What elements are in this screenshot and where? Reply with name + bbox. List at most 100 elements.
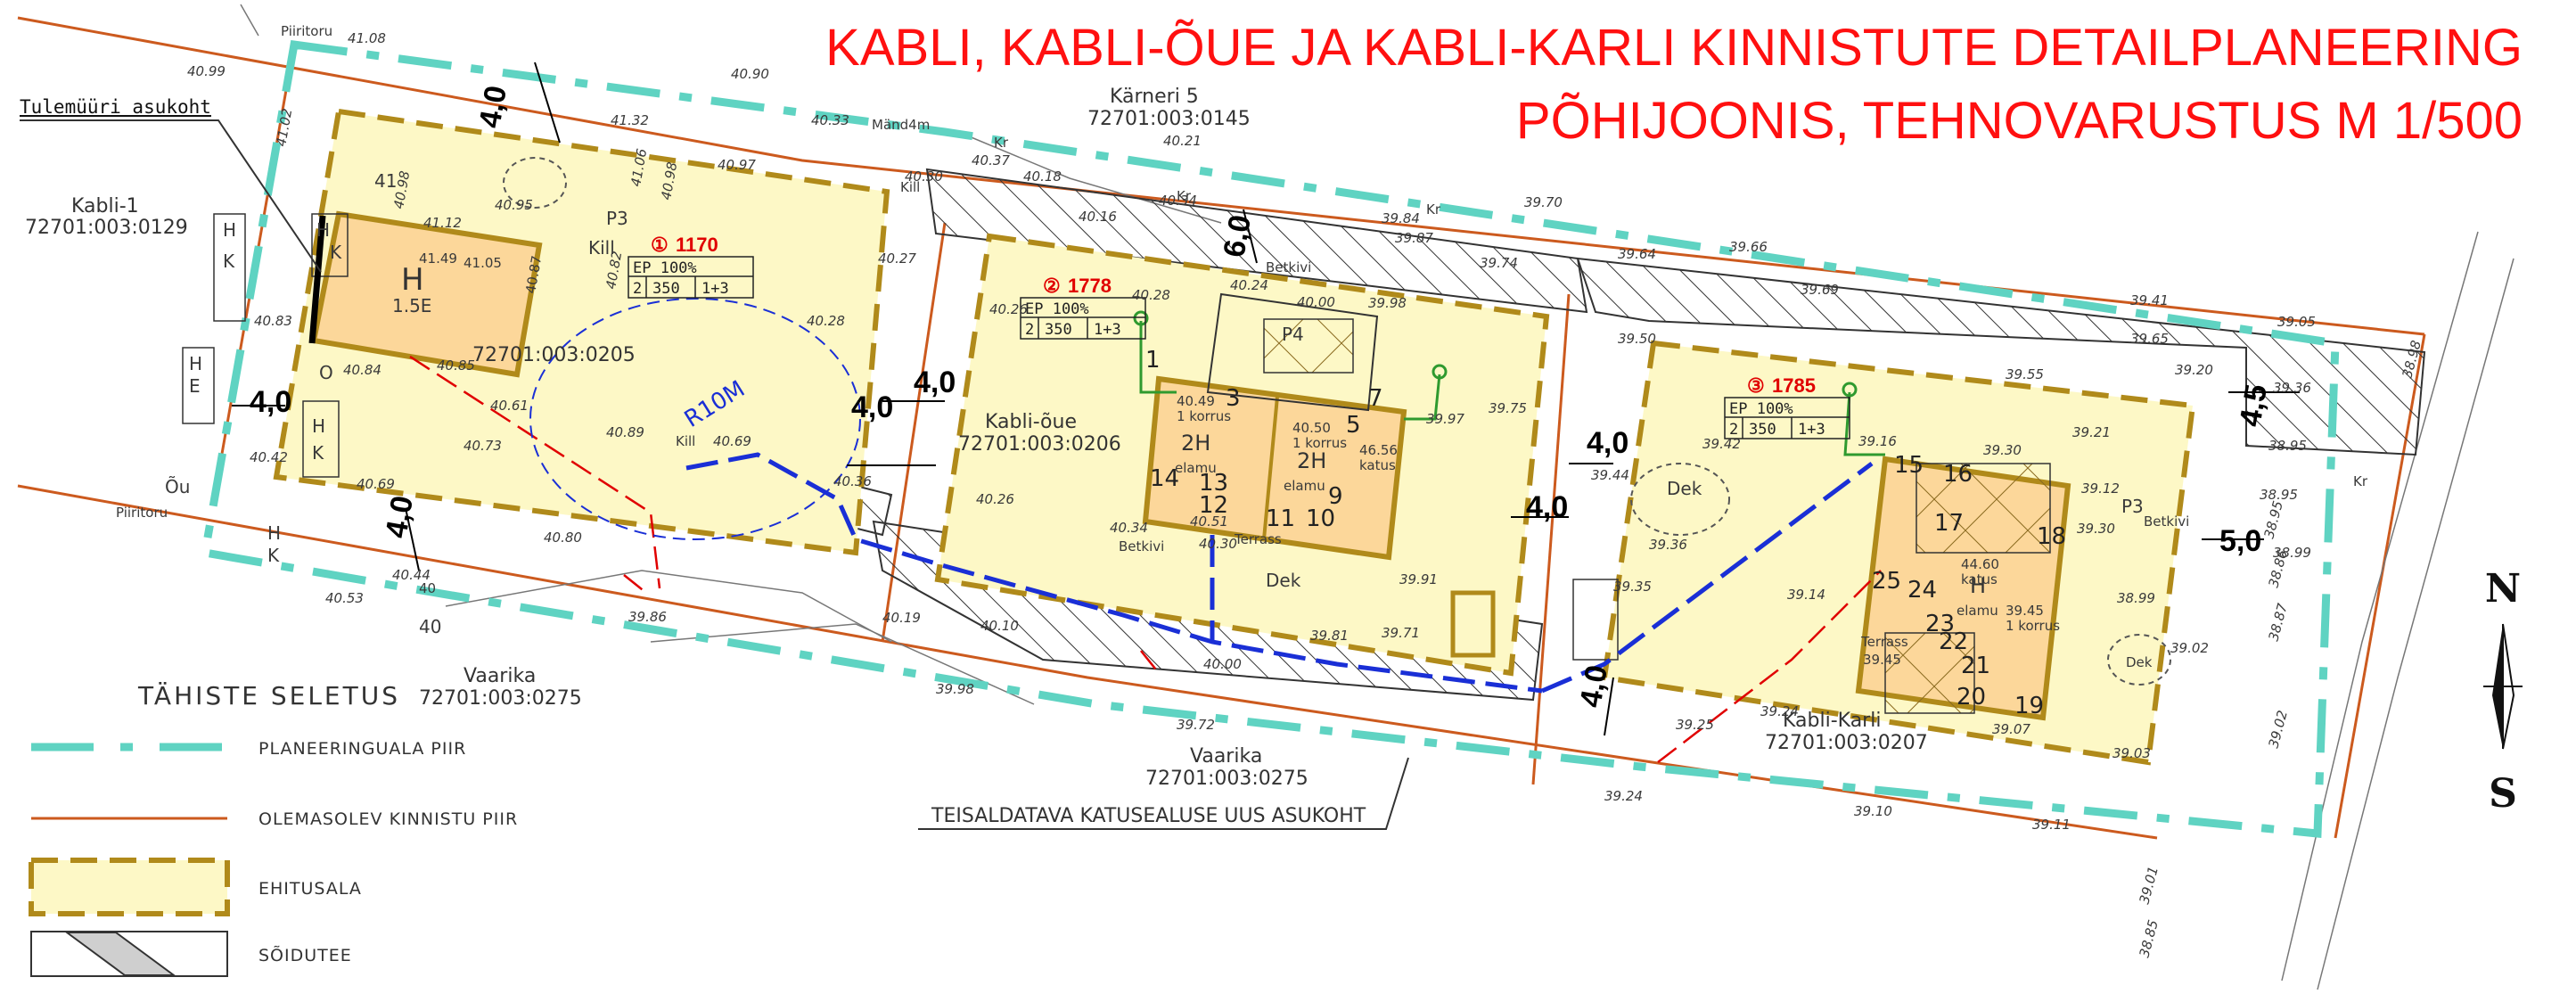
- dek-label-3: Dek: [2126, 654, 2153, 670]
- b2-r1: 1: [1145, 347, 1161, 374]
- legend-heading: TÄHISTE SELETUS: [137, 681, 400, 710]
- elevation-label: 39.84: [1382, 210, 1420, 226]
- mand-label: Mänd4m: [872, 117, 930, 133]
- b3-terr-e: 39.45: [1863, 652, 1901, 668]
- elevation-label: 40.69: [357, 476, 395, 492]
- elevation-label: 39.86: [628, 609, 667, 625]
- compass-north: N: [2485, 566, 2521, 612]
- elevation-label: 39.14: [1787, 587, 1825, 603]
- elevation-label: 40.84: [343, 362, 381, 378]
- compass-arrow: [2483, 623, 2523, 750]
- elevation-label: 40.33: [811, 112, 849, 128]
- b2-e3: 46.56: [1359, 442, 1398, 458]
- tiny-40: 40: [419, 580, 436, 596]
- elevation-label: 40.18: [1023, 168, 1062, 185]
- elevation-label: 40.61: [490, 398, 529, 414]
- elevation-label: 39.01: [2136, 865, 2162, 906]
- b3-e2: 39.45: [2006, 603, 2044, 619]
- b3-r21: 21: [1961, 653, 1990, 679]
- building-2: [1142, 375, 1407, 561]
- water-lines: [1133, 310, 1885, 456]
- p3b-label: P3: [2121, 496, 2144, 517]
- elevation-label: 40.30: [905, 168, 943, 185]
- b2-r5: 5: [1346, 412, 1361, 439]
- elevation-label: 40.19: [882, 610, 921, 626]
- radius-circle: [529, 298, 861, 540]
- ep-b: 350: [652, 280, 680, 298]
- elevation-label: 39.98: [936, 681, 974, 697]
- dimension-label: 4,0: [1526, 490, 1568, 524]
- teisaldatava-label: TEISALDATAVA KATUSEALUSE UUS ASUKOHT: [931, 805, 1366, 827]
- elevation-label: 39.72: [1177, 717, 1215, 733]
- b3-r20: 20: [1957, 684, 1986, 710]
- elevation-label: 40.34: [1110, 520, 1148, 536]
- elevation-label: 38.99: [2273, 545, 2311, 561]
- ep-b: 350: [1749, 421, 1776, 439]
- elevation-label: 38.95: [2260, 487, 2298, 503]
- elevation-label: 40.85: [437, 357, 475, 374]
- elevation-label: 39.98: [1368, 295, 1407, 311]
- hk3-k: K: [312, 442, 324, 464]
- elevation-label: 40.34: [1159, 193, 1197, 209]
- elevation-label: 39.55: [2006, 366, 2044, 382]
- plan-subtitle: PÕHIJOONIS, TEHNOVARUSTUS M 1/500: [1515, 92, 2523, 150]
- elevation-label: 40.51: [1190, 513, 1228, 530]
- b2-e2: 40.50: [1292, 420, 1331, 436]
- elevation-label: 40.00: [1203, 656, 1242, 672]
- tree-circle: [503, 157, 567, 209]
- b3-e1b: katus: [1961, 571, 1998, 587]
- b2-r13: 13: [1199, 470, 1228, 497]
- tree-circle: [1630, 463, 1730, 536]
- b2-r11: 11: [1266, 505, 1295, 532]
- elevation-label: 40.53: [325, 590, 364, 606]
- elevation-label: 40.10: [980, 618, 1019, 634]
- terrass-label-1: Terrass: [1860, 634, 1908, 650]
- elevation-label: 39.81: [1310, 628, 1349, 644]
- elevation-label: 41.08: [348, 30, 386, 46]
- kill-label-3: Kill: [676, 433, 695, 449]
- b3-r23: 23: [1925, 611, 1955, 637]
- p4-label: P4: [1282, 324, 1304, 345]
- b3-r22: 22: [1939, 628, 1968, 655]
- elevation-label: 40.21: [1163, 133, 1202, 149]
- elevation-label: 39.25: [1676, 717, 1714, 733]
- hk2-k: K: [330, 242, 342, 263]
- ep-label: EP 100%: [633, 259, 697, 277]
- elevation-label: 41.02: [273, 107, 295, 147]
- ohk-k: K: [267, 545, 280, 566]
- elevation-label: 38.86: [2265, 548, 2291, 589]
- power-lines: [409, 355, 1882, 763]
- elevation-label: 40.73: [464, 438, 502, 454]
- dimension-label: 4,0: [1587, 426, 1628, 460]
- tree-circle: [2107, 634, 2171, 686]
- dimension-label: 4,0: [472, 83, 513, 130]
- dimension-label: 5,0: [2219, 524, 2261, 558]
- b2-e3b: katus: [1359, 457, 1396, 473]
- kabli-oue-code: 72701:003:0206: [958, 433, 1121, 456]
- elevation-label: 39.75: [1489, 400, 1527, 416]
- b3-elamu: elamu: [1957, 603, 1998, 619]
- elevation-label: 40.16: [1079, 209, 1117, 225]
- dimension-label: 4,0: [250, 385, 291, 419]
- elevation-label: 41.12: [423, 215, 462, 231]
- hk3-h: H: [312, 415, 325, 437]
- firewall-line: [308, 215, 326, 344]
- elevation-label: 39.69: [1801, 282, 1839, 298]
- leader-lines: [20, 119, 1409, 830]
- elevation-label: 40.97: [718, 157, 756, 173]
- karneri-code: 72701:003:0145: [1087, 108, 1251, 130]
- plan-boundary: [200, 39, 2340, 838]
- elevation-label: 39.07: [1992, 721, 2030, 737]
- ep-a: 2: [633, 280, 642, 298]
- dimension-label: 6,0: [1217, 212, 1258, 259]
- sewer-lines: [685, 452, 1874, 694]
- elevation-label: 40.44: [392, 567, 431, 583]
- elevation-label: 39.11: [2032, 817, 2071, 833]
- elevation-label: 40.36: [833, 473, 872, 489]
- parcel-number: ①: [651, 234, 669, 256]
- elevation-label: 40.24: [1230, 277, 1268, 293]
- legend-item-label: PLANEERINGUALA PIIR: [258, 739, 466, 759]
- b1-h: H: [401, 262, 424, 298]
